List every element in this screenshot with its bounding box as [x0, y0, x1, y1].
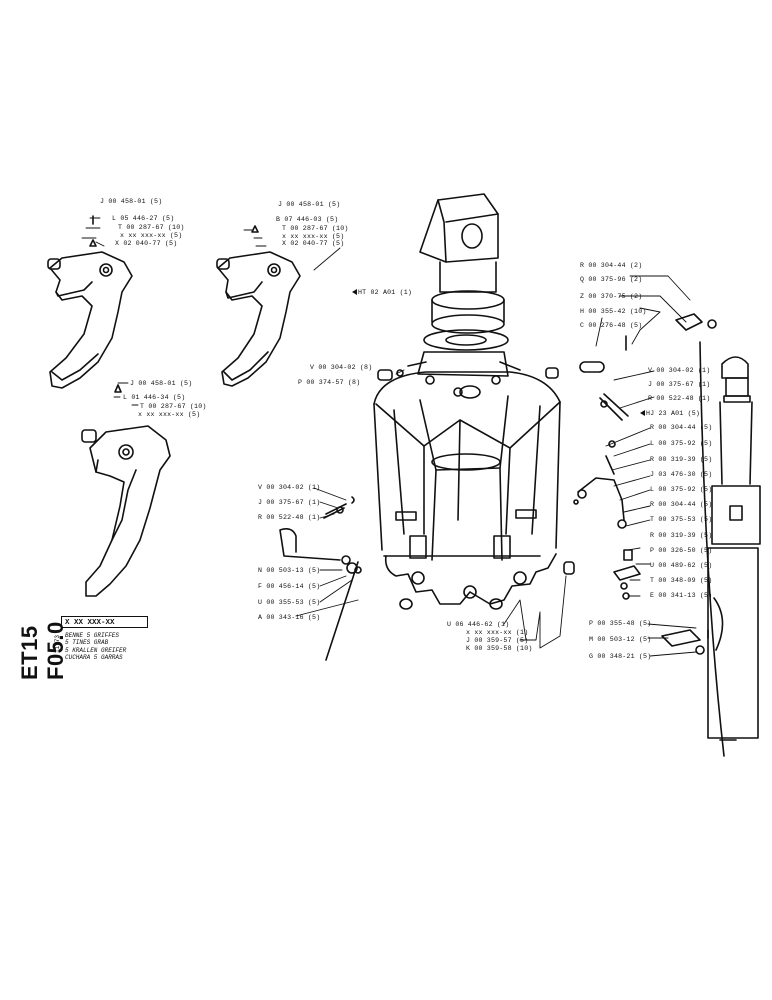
callout-left-lower-0: V 00 304-02 (1) — [258, 484, 321, 491]
callout-tooth3-3: x xx xxx-xx (5) — [138, 411, 201, 418]
reference-hj23-text: HJ 23 A01 (5) — [646, 410, 701, 417]
callout-tooth2-3: x xx xxx-xx (5) — [282, 233, 345, 240]
callout-right-lower-1: L 00 375-92 (5) — [650, 440, 713, 447]
callout-tooth3-2: T 00 287-67 (10) — [140, 403, 207, 410]
callout-top-right-0: R 00 304-44 (2) — [580, 262, 643, 269]
callout-tooth3-0: J 00 458-01 (5) — [130, 380, 193, 387]
callout-left-bottom-1: F 00 456-14 (5) — [258, 583, 321, 590]
callout-far-right-1: M 00 503-12 (5) — [589, 636, 652, 643]
reference-hj23: HJ 23 A01 (5) — [640, 410, 700, 417]
swivel-bracket — [419, 193, 509, 351]
callout-tooth1-4: X 02 040-77 (5) — [115, 240, 178, 247]
reference-arrow-icon — [640, 410, 645, 417]
callout-left-bottom-2: U 00 355-53 (5) — [258, 599, 321, 606]
title-line-es: CUCHARA 5 GARRAS — [65, 654, 123, 662]
leader-lines — [81, 217, 697, 657]
tine-tooth-2 — [216, 225, 301, 387]
callout-right-bottom-2: T 00 348-09 (5) — [650, 577, 713, 584]
callout-top-right-1: Q 00 375-96 (2) — [580, 276, 643, 283]
callout-center-bottom-0: U 06 446-62 (1) — [447, 621, 510, 628]
callout-right-lower-3: J 03 476-30 (5) — [650, 471, 713, 478]
callout-left-lower-2: R 00 522-48 (1) — [258, 514, 321, 521]
sheet-date: 11-73 — [54, 634, 61, 653]
title-line-fr: BENNE 5 GRIFFES — [65, 632, 120, 639]
sheet-titles: BENNE 5 GRIFFES 5 TINES GRAB 5 KRALLEN G… — [65, 632, 126, 662]
callout-far-right-2: G 00 348-21 (5) — [589, 653, 652, 660]
callout-tooth2-1: B 07 446-03 (5) — [276, 216, 339, 223]
title-line-en: 5 TINES GRAB — [65, 639, 109, 647]
callout-right-bottom-1: U 00 489-62 (5) — [650, 562, 713, 569]
callout-top-right-3: H 00 355-42 (10) — [580, 308, 647, 315]
tine-tooth-3 — [81, 384, 171, 597]
callout-tooth1-0: J 00 458-01 (5) — [100, 198, 163, 205]
callout-tooth2-4: X 02 040-77 (5) — [282, 240, 345, 247]
callout-right-lower-5: R 00 304-44 (5) — [650, 501, 713, 508]
reference-arrow-icon — [352, 289, 357, 296]
callout-left-upper-1: P 00 374-57 (8) — [298, 379, 361, 386]
callout-right-lower-6: T 00 375-53 (5) — [650, 516, 713, 523]
callout-right-mid-1: J 00 375-67 (1) — [648, 381, 711, 388]
callout-right-mid-0: V 00 304-02 (1) — [648, 367, 711, 374]
small-parts — [279, 313, 717, 661]
callout-center-bottom-1: x xx xxx-xx (1) — [466, 629, 529, 636]
callout-left-bottom-3: A 00 343-16 (5) — [258, 614, 321, 621]
callout-tooth1-1: L 05 446-27 (5) — [112, 215, 175, 222]
part-number-box: X XX XXX-XX — [61, 616, 148, 628]
callout-center-bottom-2: J 00 359-57 (5) — [466, 637, 529, 644]
hydraulic-cylinder — [699, 341, 761, 757]
reference-ht02-text: HT 02 A01 (1) — [358, 289, 413, 296]
callout-tooth1-2: T 00 287-67 (10) — [118, 224, 185, 231]
callout-left-upper-0: V 00 304-02 (8) — [310, 364, 373, 371]
callout-tooth2-2: T 00 287-67 (10) — [282, 225, 349, 232]
tine-tooth-1 — [47, 215, 133, 389]
callout-right-lower-4: L 00 375-92 (5) — [650, 486, 713, 493]
callout-tooth2-0: J 00 458-01 (5) — [278, 201, 341, 208]
callout-left-bottom-0: N 00 503-13 (5) — [258, 567, 321, 574]
sheet-code: ET15 F05.0 — [17, 621, 68, 680]
callout-far-right-0: P 00 355-48 (5) — [589, 620, 652, 627]
callout-right-bottom-3: E 00 341-13 (5) — [650, 592, 713, 599]
grab-frame — [373, 351, 561, 610]
callout-right-lower-2: R 00 319-39 (5) — [650, 456, 713, 463]
callout-left-lower-1: J 00 375-67 (1) — [258, 499, 321, 506]
callout-right-bottom-0: P 00 326-50 (5) — [650, 547, 713, 554]
callout-right-lower-7: R 00 319-39 (5) — [650, 532, 713, 539]
title-line-de: 5 KRALLEN GREIFER — [65, 646, 127, 654]
reference-ht02: HT 02 A01 (1) — [352, 289, 412, 296]
callout-right-lower-0: R 00 304-44 (5) — [650, 424, 713, 431]
callout-tooth3-1: L 01 446-34 (5) — [123, 394, 186, 401]
callout-top-right-2: Z 00 370-75 (2) — [580, 293, 643, 300]
callout-right-mid-2: R 00 522-48 (1) — [648, 395, 711, 402]
callout-center-bottom-3: K 00 359-58 (10) — [466, 645, 533, 652]
callout-tooth1-3: x xx xxx-xx (5) — [120, 232, 183, 239]
callout-top-right-4: C 00 276-48 (5) — [580, 322, 643, 329]
